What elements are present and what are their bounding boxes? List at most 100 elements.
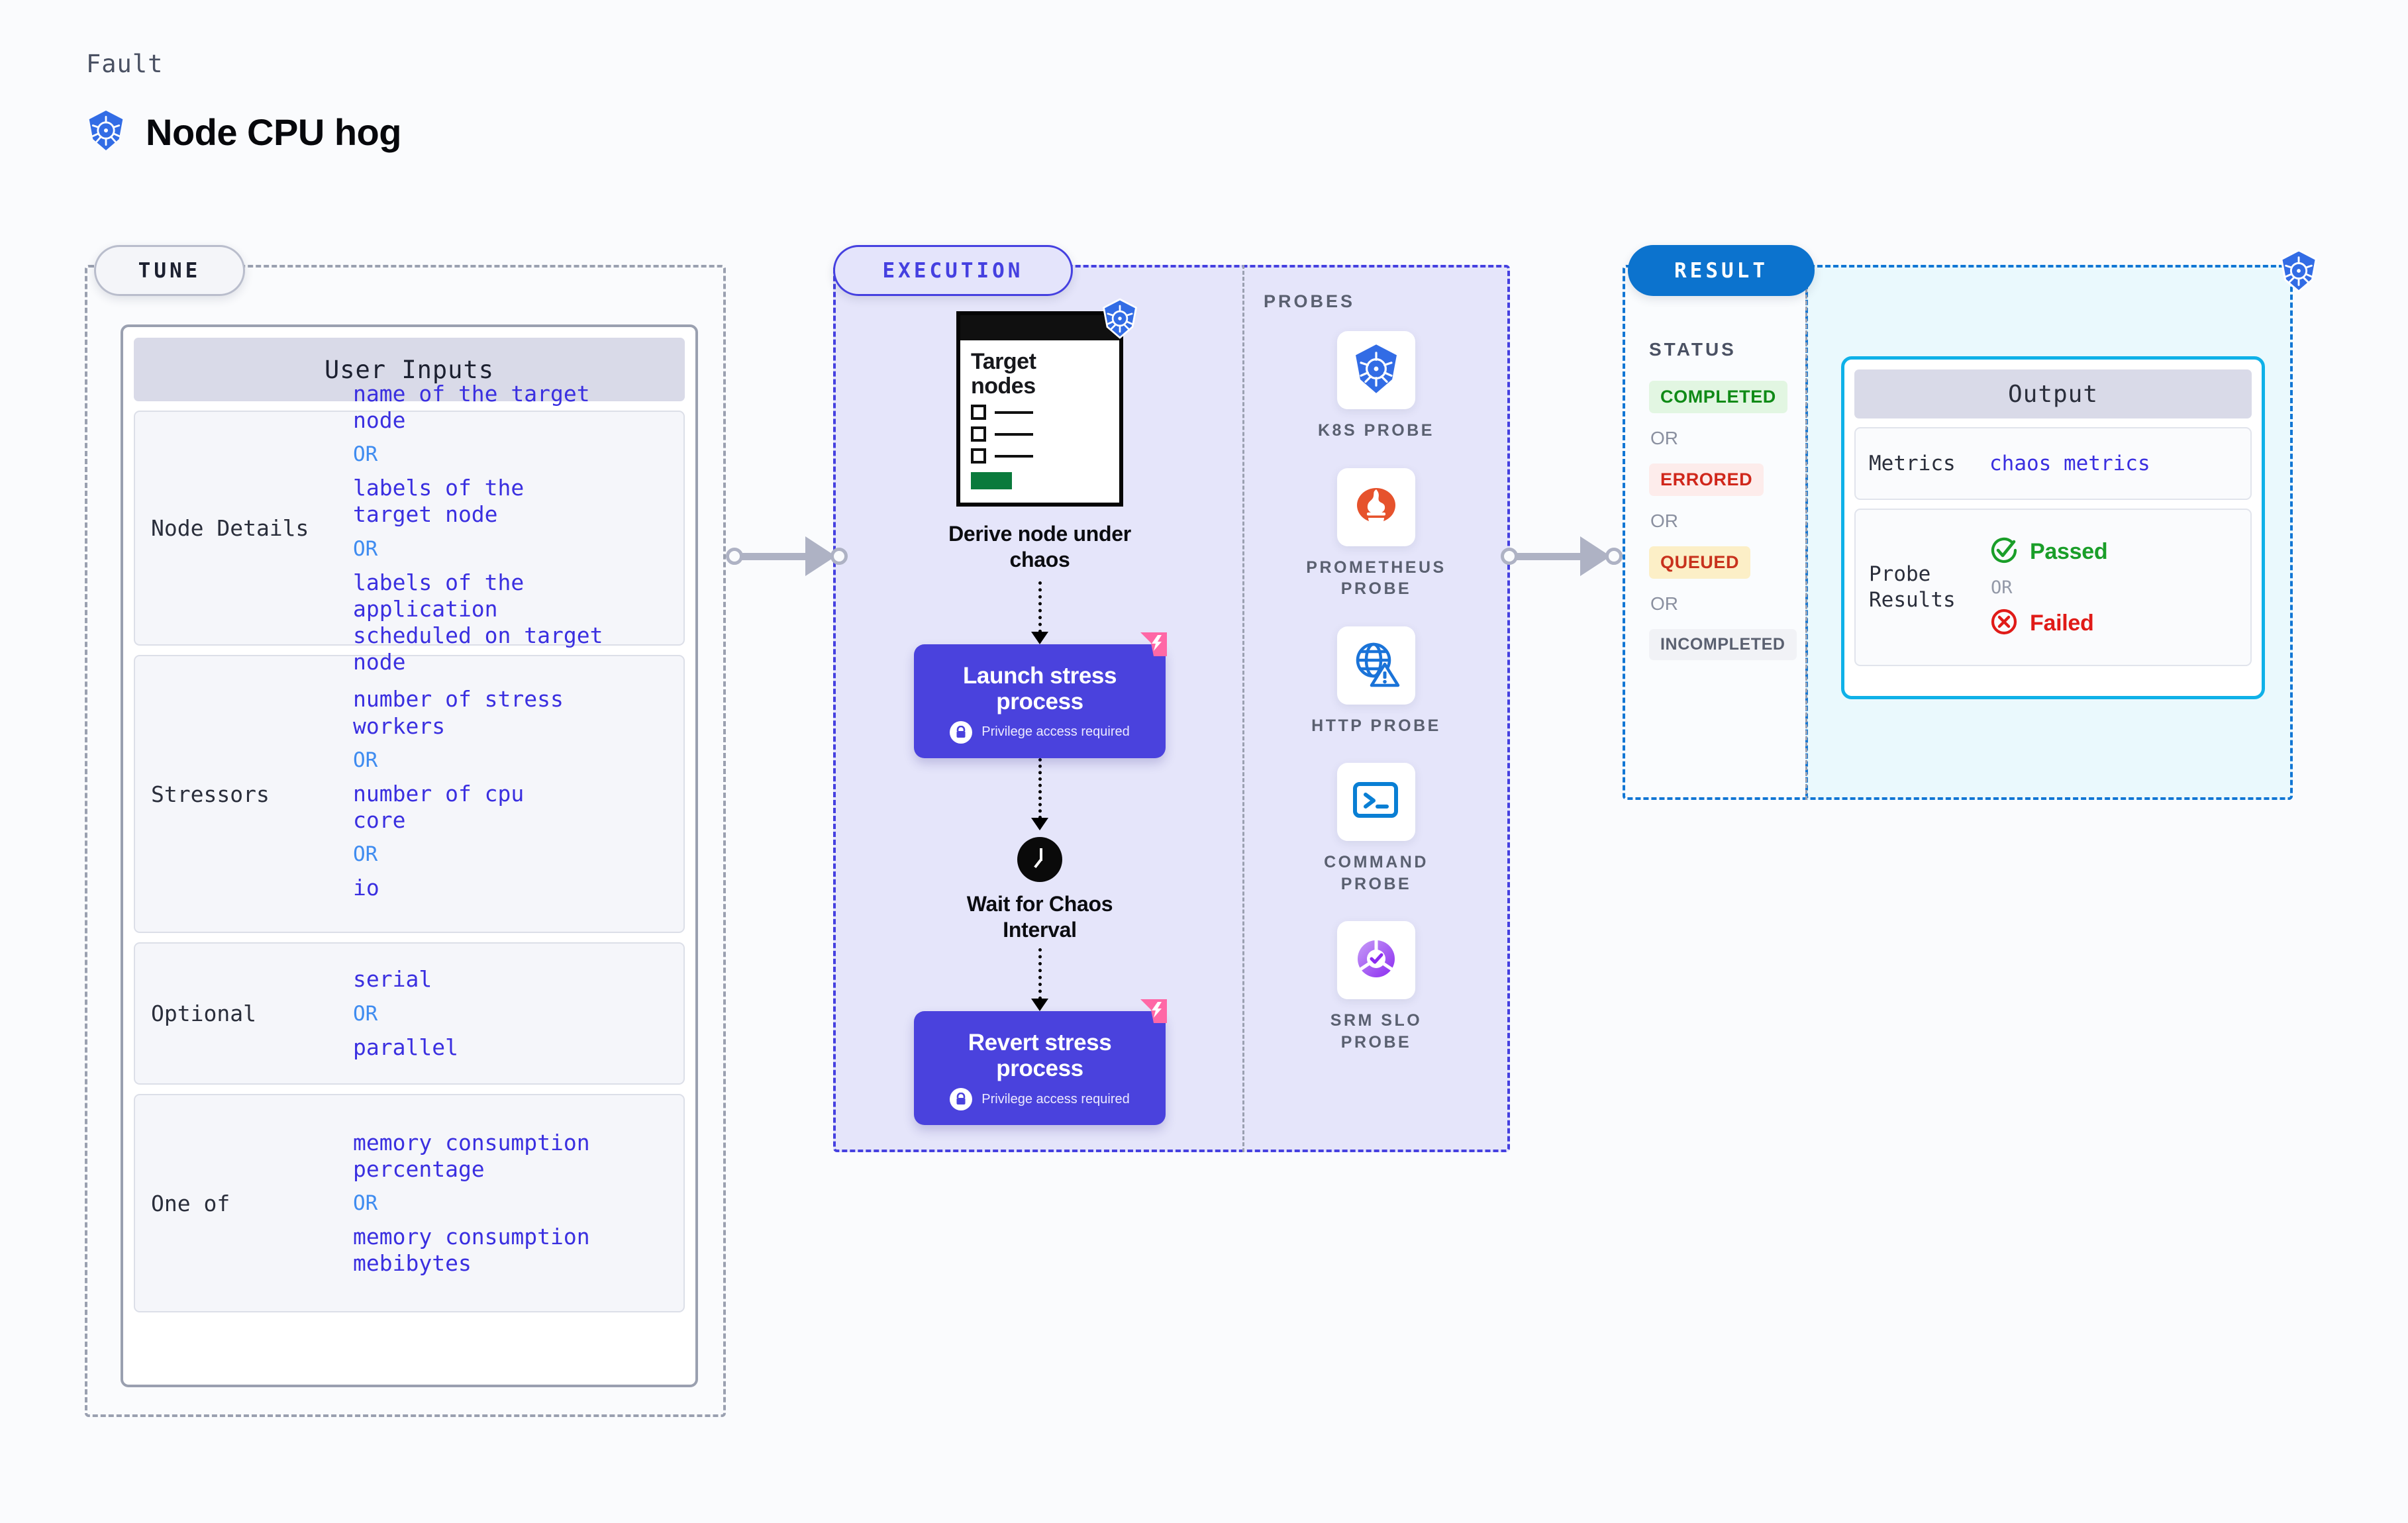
x-circle-icon [1989,607,2019,640]
value-item: labels of the application scheduled on t… [353,569,603,675]
placeholder-line [995,411,1033,414]
probes-title: PROBES [1264,291,1356,311]
value-item: io [353,875,379,901]
tune-section-pill[interactable]: TUNE [94,245,245,296]
row-values: number of stress workers OR number of cp… [353,677,668,910]
kubernetes-icon [1101,298,1139,342]
probe-item-http[interactable]: HTTP PROBE [1277,626,1476,737]
step-privilege-note: Privilege access required [927,720,1152,744]
clock-icon [1017,836,1062,882]
row-values: serial OR parallel [353,958,668,1069]
result-divider [1805,265,1807,800]
connector-execution-to-result [1501,536,1633,576]
row-label-stressors: Stressors [151,781,270,807]
flow-arrow [1031,581,1048,644]
failed-label: Failed [2030,610,2094,636]
status-badge-incompleted: INCOMPLETED [1649,629,1797,660]
or-separator: OR [353,748,378,772]
probe-tile [1337,763,1415,841]
output-row-probe-results: Probe Results Passed OR [1854,509,2252,666]
output-row-metrics: Metrics chaos metrics [1854,427,2252,500]
probe-item-k8s[interactable]: K8S PROBE [1277,331,1476,442]
or-separator: OR [353,1191,378,1215]
harness-icon [1131,632,1167,670]
or-separator: OR [1991,577,2013,598]
flow-arrow [1031,758,1048,830]
window-titlebar [960,315,1119,340]
lock-icon [950,1088,973,1111]
or-separator: OR [353,536,378,561]
value-item: number of cpu core [353,780,525,834]
execution-section-pill[interactable]: EXECUTION [833,245,1073,296]
row-values: memory consumption percentage OR memory … [353,1121,668,1286]
value-item: serial [353,966,432,993]
probe-tile [1337,921,1415,999]
result-section-pill[interactable]: RESULT [1628,245,1815,296]
step-caption-derive-node: Derive node under chaos [948,522,1131,572]
probe-tile [1337,626,1415,705]
page-title: Node CPU hog [146,111,401,153]
row-values: name of the target node OR labels of the… [353,372,668,685]
value-item: memory consumption mebibytes [353,1224,590,1277]
step-caption-wait-for-chaos: Wait for Chaos Interval [966,891,1113,942]
table-row: Optional serial OR parallel [134,942,685,1085]
probes-section-frame [1242,265,1510,1152]
kubernetes-icon [2278,249,2319,296]
probe-item-prometheus[interactable]: PROMETHEUS PROBE [1277,467,1476,600]
progress-bar [971,472,1012,490]
privilege-note-text: Privilege access required [981,724,1130,740]
row-label-optional: Optional [151,1001,256,1026]
privilege-note-text: Privilege access required [981,1091,1130,1106]
status-badge-completed: COMPLETED [1649,381,1787,413]
checkbox-icon[interactable] [971,426,986,442]
or-separator: OR [353,442,378,466]
step-revert-stress-process[interactable]: Revert stress process Privilege access r… [914,999,1167,1126]
or-separator: OR [1650,428,1678,448]
globe-warning-icon [1352,639,1401,691]
metrics-value: chaos metrics [1989,452,2150,475]
list-item [971,448,1109,464]
user-inputs-card: User Inputs Node Details name of the tar… [121,324,698,1387]
tune-section-frame [85,265,726,1417]
target-nodes-title: Target nodes [971,349,1036,399]
step-launch-stress-process[interactable]: Launch stress process Privilege access r… [914,632,1167,758]
terminal-icon [1351,779,1401,826]
user-inputs-title: User Inputs [134,338,685,401]
probe-label: K8S PROBE [1318,421,1434,440]
checkbox-icon[interactable] [971,405,986,420]
status-badge-errored: ERRORED [1649,464,1764,496]
placeholder-line [995,432,1033,436]
status-title: STATUS [1649,339,1736,360]
step-title: Launch stress process [962,662,1117,714]
prometheus-icon [1351,480,1401,534]
probe-item-srm-slo[interactable]: SRM SLO PROBE [1277,921,1476,1053]
probe-results-values: Passed OR Failed [1989,536,2108,640]
probe-tile [1337,467,1415,546]
or-separator: OR [353,842,378,867]
value-item: number of stress workers [353,686,564,739]
placeholder-line [995,454,1033,458]
value-item: parallel [353,1034,458,1060]
table-row: Stressors number of stress workers OR nu… [134,655,685,933]
check-circle-icon [1989,536,2019,568]
lock-icon [950,720,973,744]
value-item: name of the target node [353,380,590,433]
probe-item-command[interactable]: COMMAND PROBE [1277,763,1476,895]
metrics-label: Metrics [1869,451,1956,475]
row-label-one-of: One of [151,1190,230,1216]
probe-label: HTTP PROBE [1311,716,1441,735]
probe-label: SRM SLO PROBE [1330,1011,1423,1052]
fault-eyebrow-label: Fault [86,50,164,78]
execution-flow: Target nodes Derive node unde [841,298,1238,1126]
checkbox-icon[interactable] [971,448,986,464]
step-privilege-note: Privilege access required [927,1088,1152,1111]
probes-list: K8S PROBE PROMETHEUS PROBE [1242,331,1510,1053]
probe-label: COMMAND PROBE [1324,853,1429,893]
slo-donut-icon [1351,934,1401,987]
table-row: One of memory consumption percentage OR … [134,1094,685,1312]
output-card: Output Metrics chaos metrics Probe Resul… [1841,356,2265,699]
or-separator: OR [1650,511,1678,531]
list-item [971,405,1109,420]
probe-results-label: Probe Results [1869,562,1956,612]
row-label-node-details: Node Details [151,515,309,541]
